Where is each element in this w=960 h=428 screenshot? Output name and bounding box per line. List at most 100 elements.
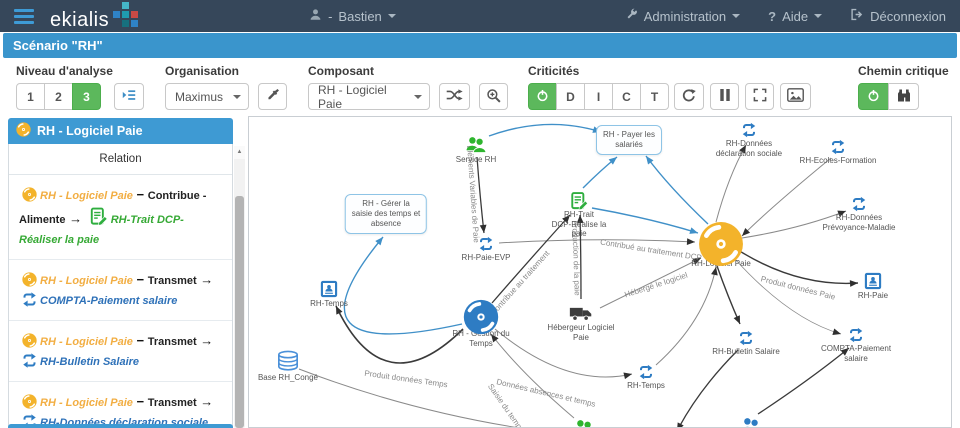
criticite-i-button[interactable]: I <box>584 83 613 110</box>
nav-item-label: Aide <box>782 8 809 24</box>
composant-select[interactable]: RH - Logiciel Paie <box>308 82 430 111</box>
scenario-title-bar: Scénario "RH" <box>3 33 957 58</box>
power-icon <box>536 89 549 105</box>
nav-item-label: Déconnexion <box>870 8 946 24</box>
refresh-button[interactable] <box>674 83 704 110</box>
section-chemin-critique: Chemin critique <box>858 64 949 110</box>
scrollbar-thumb[interactable] <box>235 196 244 428</box>
user-dash: - <box>328 8 333 24</box>
pause-icon <box>719 88 731 105</box>
graph-node-label: RH-Ecoles-Formation <box>799 156 877 165</box>
criticites-power-button[interactable] <box>528 83 557 110</box>
relation-row[interactable]: RH - Logiciel Paie − Transmet → RH-Bulle… <box>9 321 232 382</box>
relation-target-link[interactable]: RH-Données déclaration sociale <box>40 416 209 428</box>
relation-target-link[interactable]: COMPTA-Paiement salaire <box>40 294 178 307</box>
graph-node-paie-evp[interactable] <box>479 236 494 252</box>
dash-glyph: − <box>132 187 148 202</box>
doc-green-icon <box>86 207 111 226</box>
graph-node-gerer-saisie-temps[interactable]: RH - Gérer la saisie des temps et absenc… <box>344 194 428 234</box>
graph-node-rh-paie-card[interactable] <box>864 272 882 290</box>
binoculars-button[interactable] <box>888 83 919 110</box>
arrow-right-icon: → <box>196 393 214 409</box>
section-label: Criticités <box>528 64 580 78</box>
graph-node-donnees-declaration-sociale[interactable] <box>742 122 757 138</box>
relation-source: RH - Logiciel Paie <box>40 396 133 409</box>
relation-target-link[interactable]: RH-Trait DCP-Réaliser la paie <box>19 213 184 246</box>
chevron-down-icon <box>732 14 741 18</box>
nav-item-aide[interactable]: ? Aide <box>768 8 823 24</box>
disc-icon <box>19 333 40 348</box>
criticite-d-button[interactable]: D <box>556 83 585 110</box>
graph-node-gestion-du-temps[interactable] <box>463 299 499 335</box>
zoom-in-icon <box>486 88 501 106</box>
relation-row[interactable]: RH - Logiciel Paie − Transmet → RH-Donné… <box>9 382 232 428</box>
criticite-c-button[interactable]: C <box>612 83 641 110</box>
color-picker-icon <box>266 88 280 105</box>
scroll-up-button[interactable]: ▲ <box>234 146 245 159</box>
pause-button[interactable] <box>710 83 739 110</box>
graph-node-donnees-prevoyance-maladie[interactable] <box>852 196 867 212</box>
panel-header-title: RH - Logiciel Paie <box>37 124 143 138</box>
analysis-level-2-button[interactable]: 2 <box>44 83 73 110</box>
nav-item-administration[interactable]: Administration <box>625 8 741 24</box>
graph-node-base-rh-conge[interactable] <box>276 350 300 372</box>
indent-icon <box>121 88 137 105</box>
graph-node-label: Hébergeur Logiciel Paie <box>547 323 615 342</box>
graph-node-label: RH-Paie-EVP <box>461 253 511 262</box>
brand-logo[interactable]: ekialis <box>50 2 139 30</box>
graph-node-payer-salaries[interactable]: RH - Payer les salariés <box>595 125 663 155</box>
shuffle-icon <box>446 88 463 105</box>
user-menu[interactable]: - Bastien <box>309 8 396 24</box>
relations-column-header: Relation <box>9 144 232 175</box>
analysis-level-3-button[interactable]: 3 <box>72 83 101 110</box>
graph-node-bulletin-salaire[interactable] <box>739 330 754 346</box>
relation-source: RH - Logiciel Paie <box>40 190 133 202</box>
relation-source: RH - Logiciel Paie <box>40 274 133 287</box>
arrow-right-icon: → <box>65 210 86 226</box>
disc-icon <box>19 394 40 409</box>
fullscreen-button[interactable] <box>745 83 774 110</box>
chemin-power-button[interactable] <box>858 83 889 110</box>
dash-glyph: − <box>132 271 148 287</box>
criticite-t-button[interactable]: T <box>640 83 669 110</box>
graph-node-acteur-bas-droite[interactable] <box>740 416 762 427</box>
graph-node-rh-temps-flux[interactable] <box>639 364 654 380</box>
color-picker-button[interactable] <box>258 83 287 110</box>
relation-row[interactable]: RH - Logiciel Paie − Contribue -Alimente… <box>9 175 232 260</box>
navbar-right: Administration ? Aide Déconnexion <box>625 8 946 24</box>
collapsed-section-header[interactable] <box>8 424 233 428</box>
tree-view-button[interactable] <box>114 83 144 110</box>
analysis-level-1-button[interactable]: 1 <box>16 83 45 110</box>
relations-table: Relation RH - Logiciel Paie − Contribue … <box>8 144 233 428</box>
graph-node-hebergeur-logiciel-paie[interactable] <box>569 304 593 322</box>
relations-list: RH - Logiciel Paie − Contribue -Alimente… <box>9 175 232 428</box>
arrow-right-icon: → <box>196 332 214 348</box>
chevron-down-icon <box>814 14 823 18</box>
relations-panel-header[interactable]: RH - Logiciel Paie <box>8 118 233 144</box>
graph-node-logiciel-paie[interactable] <box>698 221 744 267</box>
relation-row[interactable]: RH - Logiciel Paie − Transmet → COMPTA-P… <box>9 260 232 321</box>
shuffle-button[interactable] <box>439 83 470 110</box>
relation-target-link[interactable]: RH-Bulletin Salaire <box>40 355 140 368</box>
nav-item-deconnexion[interactable]: Déconnexion <box>850 8 946 24</box>
exchange-icon <box>19 291 40 307</box>
graph-node-ecoles-formation[interactable] <box>831 139 846 155</box>
export-image-button[interactable] <box>780 83 811 110</box>
exchange-icon <box>19 352 40 368</box>
menu-icon[interactable] <box>14 8 34 24</box>
graph-node-rh-temps-card[interactable] <box>320 280 338 298</box>
brand-text: ekialis <box>50 9 110 31</box>
graph-node-compta-paiement-salaire[interactable] <box>849 327 864 343</box>
relations-panel: RH - Logiciel Paie Relation RH - Logicie… <box>8 118 233 428</box>
graph-node-service-rh[interactable] <box>465 135 487 153</box>
graph-node-acteur-bas-gauche[interactable] <box>573 418 595 427</box>
brand-mosaic-icon <box>113 2 139 30</box>
composant-selected-value: RH - Logiciel Paie <box>318 82 387 111</box>
zoom-in-button[interactable] <box>479 83 508 110</box>
graph-edges <box>298 123 859 427</box>
organisation-select[interactable]: Maximus <box>165 83 249 110</box>
graph-node-trait-dcp-realise-paie[interactable] <box>570 192 589 211</box>
relation-verb: Contribue -Alimente <box>19 190 207 226</box>
